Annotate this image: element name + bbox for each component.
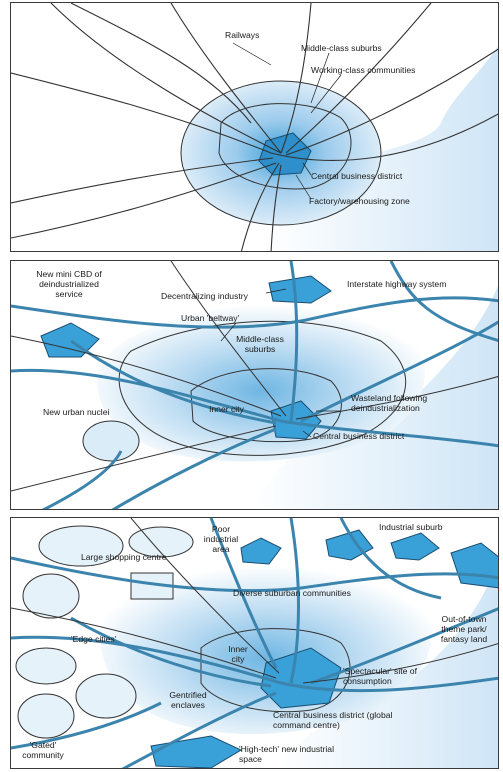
- urban-nucleus: [83, 421, 139, 461]
- label-railways: Railways: [225, 30, 259, 40]
- industrial-suburb-2: [391, 533, 439, 560]
- gated-community: [18, 694, 74, 738]
- edge-city-1: [16, 648, 76, 684]
- panel-fordist-city: New mini CBD of deindustrialized service…: [10, 260, 499, 510]
- label-large-shopping: Large shopping centre: [81, 552, 167, 562]
- poor-industrial: [241, 538, 281, 564]
- label-spectacular: 'Spectacular' site of consumption: [343, 666, 443, 686]
- label-middle-class-suburbs: Middle-class suburbs: [301, 43, 382, 53]
- label-edge-cities: 'Edge cities': [71, 634, 116, 644]
- industry-top: [269, 276, 331, 303]
- label-poor-industrial: Poor industrial area: [196, 524, 246, 554]
- label-new-mini-cbd: New mini CBD of deindustrialized service: [29, 269, 109, 299]
- label-factory-zone: Factory/warehousing zone: [309, 196, 410, 206]
- label-working-class: Working-class communities: [311, 65, 415, 75]
- edge-city-2: [76, 674, 136, 718]
- label-new-urban-nuclei: New urban nuclei: [43, 407, 109, 417]
- label-cbd: Central business district: [311, 171, 402, 181]
- label-cbd-global: Central business district (global comman…: [273, 710, 403, 730]
- label-cbd: Central business district: [313, 431, 404, 441]
- label-interstate: Interstate highway system: [347, 279, 446, 289]
- panel-postfordist-city: Large shopping centre Poor industrial ar…: [10, 517, 499, 769]
- map-industrial-city: [11, 3, 499, 252]
- label-wasteland: Wasteland following deindustrialization: [351, 393, 471, 413]
- label-diverse-suburban: Diverse suburban communities: [233, 588, 351, 598]
- label-beltway: Urban 'beltway': [181, 313, 239, 323]
- label-theme-park: Out-of-town theme park/ fantasy land: [433, 614, 495, 644]
- theme-park: [451, 543, 499, 588]
- panel-industrial-city: Railways Middle-class suburbs Working-cl…: [10, 2, 499, 252]
- label-inner-city: Inner city: [223, 644, 253, 664]
- label-high-tech: 'High-tech' new industrial space: [239, 744, 339, 764]
- mini-cbd: [41, 323, 99, 357]
- label-decentralizing-industry: Decentralizing industry: [161, 291, 248, 301]
- label-middle-class-suburbs: Middle-class suburbs: [229, 334, 291, 354]
- label-industrial-suburb: Industrial suburb: [379, 522, 443, 532]
- label-gated: 'Gated' community: [17, 740, 69, 760]
- label-gentrified: Gentrified enclaves: [159, 690, 217, 710]
- label-inner-city: Inner city: [209, 404, 244, 414]
- tech-space: [151, 736, 241, 768]
